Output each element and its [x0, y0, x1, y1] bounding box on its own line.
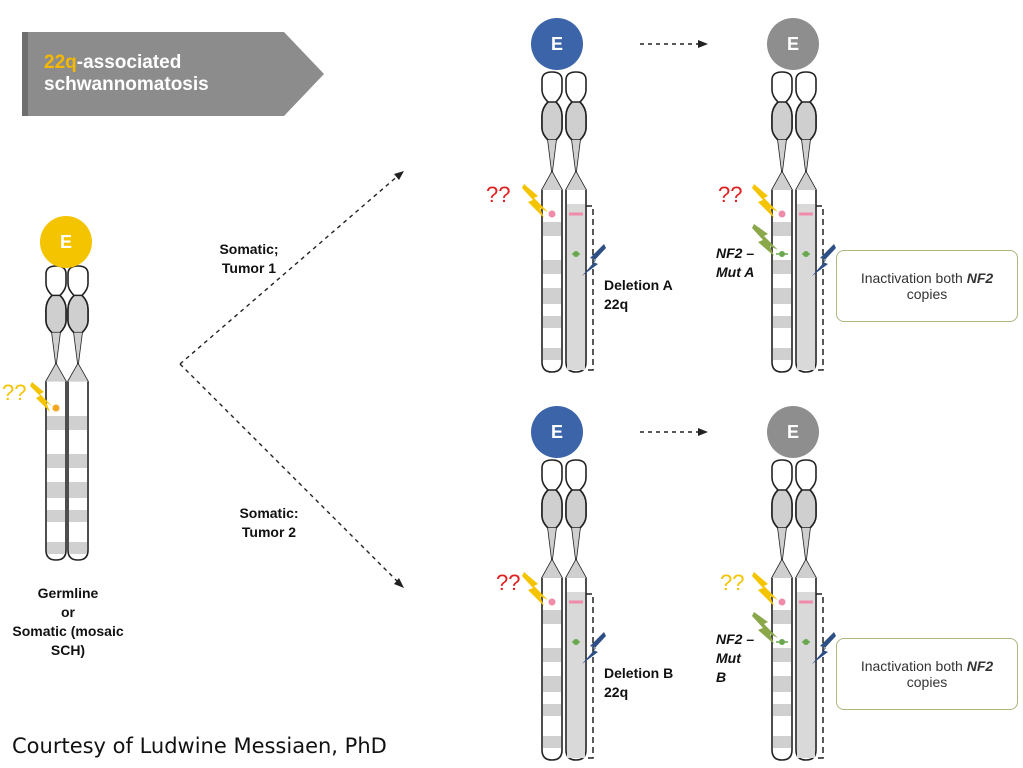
tumor2-before-yellow-bolt	[522, 572, 548, 606]
tumor2-after-deletion-bracket	[816, 593, 824, 759]
tumor1-after-blue-bolt	[812, 244, 836, 276]
credit-text: Courtesy of Ludwine Messiaen, PhD	[12, 734, 387, 758]
tumor2-before-blue-bolt	[582, 632, 606, 664]
title-rest: -associated	[76, 52, 182, 73]
tumor1-before-circle	[531, 18, 583, 70]
tumor2-after-circle-letter: E	[786, 422, 799, 442]
tumor1-arrow-label: Somatic; Tumor 1	[219, 241, 279, 276]
tumor1-deletion-bracket	[586, 205, 594, 371]
title-text: 22q-associated schwannomatosis	[44, 52, 209, 96]
tumor2-inactivation-callout: Inactivation both NF2 copies	[836, 638, 1018, 710]
tumor2-mut-label: NF2 – Mut B	[716, 631, 755, 685]
germline-bolt	[30, 382, 52, 412]
arrow-stage-tumor2	[640, 428, 708, 436]
arrow-stage-tumor1	[640, 40, 708, 48]
tumor1-after-circle-letter: E	[786, 34, 799, 54]
tumor2-before-chromosomes	[541, 459, 587, 761]
tumor1-deletion-label: Deletion A 22q	[604, 277, 673, 312]
tumor2-after-qq: ??	[720, 570, 745, 595]
tumor1-after-deletion-bracket	[816, 205, 824, 371]
tumor2-before-circle-letter: E	[550, 422, 563, 442]
tumor1-before-circle-letter: E	[550, 34, 563, 54]
title-prefix: 22q	[44, 52, 77, 73]
title-line2: schwannomatosis	[44, 74, 209, 95]
tumor1-before-blue-bolt	[582, 244, 606, 276]
tumor2-arrow-label: Somatic: Tumor 2	[239, 505, 299, 540]
tumor1-after-qq: ??	[718, 182, 743, 207]
germline-e-circle	[40, 216, 92, 268]
tumor2-after-circle	[767, 406, 819, 458]
germline-label: Germline or Somatic (mosaic SCH)	[12, 585, 124, 658]
tumor2-after-yellow-bolt	[752, 572, 778, 606]
tumor1-mut-label: NF2 – Mut A	[716, 245, 755, 280]
tumor1-before-chromosomes	[541, 71, 587, 373]
tumor2-deletion-bracket	[586, 593, 594, 759]
tumor1-after-circle	[767, 18, 819, 70]
tumor1-after-yellow-bolt	[752, 184, 778, 218]
arrow-to-tumor2	[179, 363, 404, 588]
germline-qq: ??	[2, 380, 27, 405]
tumor2-before-qq: ??	[496, 570, 521, 595]
tumor1-after-chromosomes	[771, 71, 817, 373]
title-banner	[22, 32, 324, 116]
tumor1-before-yellow-bolt	[522, 184, 548, 218]
arrow-to-tumor1	[179, 171, 404, 365]
tumor2-before-circle	[531, 406, 583, 458]
tumor2-deletion-label: Deletion B 22q	[604, 665, 674, 700]
germline-mutation-dot	[52, 404, 60, 412]
tumor2-after-green-bolt	[752, 612, 778, 644]
tumor2-after-chromosomes	[771, 459, 817, 761]
tumor1-before-qq: ??	[486, 182, 511, 207]
tumor1-inactivation-callout: Inactivation both NF2 copies	[836, 250, 1018, 322]
germline-circle-letter: E	[59, 232, 72, 252]
germline-chromosome-pair	[45, 265, 89, 561]
tumor1-after-green-bolt	[752, 224, 778, 256]
tumor2-after-blue-bolt	[812, 632, 836, 664]
